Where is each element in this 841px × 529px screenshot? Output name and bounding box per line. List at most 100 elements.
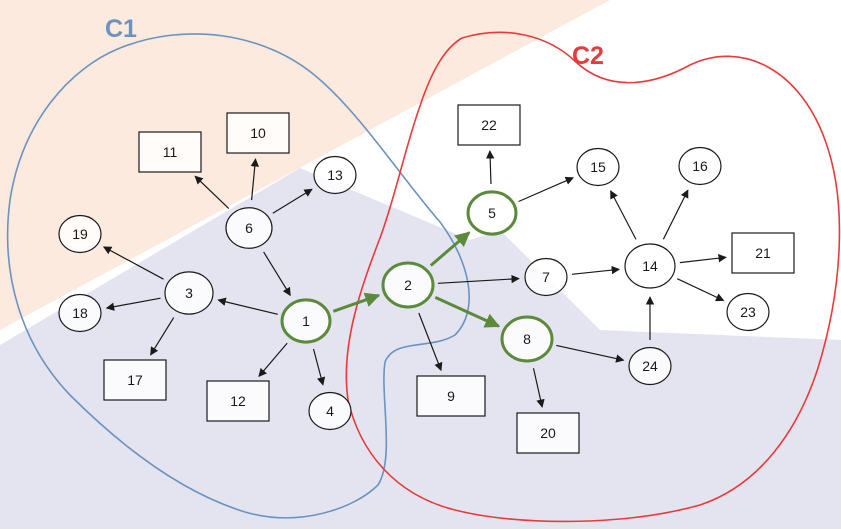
node-1: 1 <box>280 298 332 344</box>
edge-2-to-9 <box>418 312 443 372</box>
node-21-label: 21 <box>755 245 771 261</box>
node-24-label: 24 <box>642 358 658 374</box>
node-12: 12 <box>206 380 270 422</box>
node-17: 17 <box>103 359 167 401</box>
edge-14-to-16 <box>662 189 689 240</box>
edge-3-to-18 <box>105 297 161 311</box>
node-3-label: 3 <box>185 285 193 301</box>
node-20: 20 <box>516 412 580 454</box>
node-16-label: 16 <box>692 158 708 174</box>
cluster-c2-outline <box>345 31 841 523</box>
node-18: 18 <box>58 293 102 333</box>
node-11-label: 11 <box>163 144 178 160</box>
node-23-label: 23 <box>740 304 756 320</box>
node-16-circle <box>678 146 722 186</box>
node-2: 2 <box>381 261 435 309</box>
node-21: 21 <box>731 232 795 274</box>
node-7-circle <box>524 257 568 297</box>
node-13: 13 <box>313 155 357 195</box>
cluster-outlines <box>6 31 841 523</box>
lavender-region <box>0 168 841 529</box>
edge-1-to-4 <box>312 348 326 386</box>
peach-region <box>0 0 610 330</box>
node-19-circle <box>58 214 102 254</box>
edge-2-to-8 <box>434 296 501 328</box>
node-22-label: 22 <box>481 117 497 133</box>
node-2-label: 2 <box>404 277 412 293</box>
node-9: 9 <box>416 375 486 417</box>
node-6-label: 6 <box>245 220 253 236</box>
cluster-label-c1: C1 <box>105 15 137 43</box>
node-15: 15 <box>576 147 620 187</box>
node-7: 7 <box>524 257 568 297</box>
node-6: 6 <box>225 207 273 249</box>
node-2-circle <box>381 261 435 309</box>
node-1-circle <box>280 298 332 344</box>
node-8-circle <box>500 315 554 363</box>
edge-8-to-24 <box>556 344 625 363</box>
node-6-circle <box>225 207 273 249</box>
node-10-label: 10 <box>250 125 266 141</box>
node-4-label: 4 <box>326 403 334 419</box>
edge-6-to-11 <box>194 175 230 210</box>
edge-3-to-17 <box>150 317 175 356</box>
node-20-label: 20 <box>540 425 556 441</box>
node-9-square <box>416 375 486 417</box>
node-19: 19 <box>58 214 102 254</box>
node-8-label: 8 <box>523 331 531 347</box>
edge-2-to-5 <box>429 231 471 267</box>
node-22-square <box>457 104 521 146</box>
edge-2-to-7 <box>437 274 520 284</box>
node-9-label: 9 <box>447 388 455 404</box>
node-11: 11 <box>138 131 202 173</box>
node-13-label: 13 <box>327 167 343 183</box>
edge-5-to-22 <box>485 150 495 185</box>
node-14-circle <box>624 243 676 289</box>
edge-14-to-15 <box>610 190 637 240</box>
edge-1-to-12 <box>258 342 288 378</box>
edge-6-to-13 <box>272 188 313 214</box>
node-15-label: 15 <box>590 159 606 175</box>
node-17-label: 17 <box>127 372 143 388</box>
cluster-c1-outline <box>6 33 470 519</box>
node-16: 16 <box>678 146 722 186</box>
edge-14-to-21 <box>679 253 727 264</box>
node-15-circle <box>576 147 620 187</box>
node-24: 24 <box>628 346 672 386</box>
node-14-label: 14 <box>642 258 658 274</box>
edge-1-to-2 <box>332 292 381 313</box>
node-12-label: 12 <box>230 393 246 409</box>
node-20-square <box>516 412 580 454</box>
node-13-circle <box>313 155 357 195</box>
node-5-label: 5 <box>488 205 496 221</box>
node-8: 8 <box>500 315 554 363</box>
node-10: 10 <box>226 112 290 154</box>
edge-3-to-19 <box>102 246 164 280</box>
node-18-label: 18 <box>72 305 88 321</box>
edge-8-to-20 <box>532 368 545 408</box>
edge-7-to-14 <box>571 265 621 275</box>
node-21-square <box>731 232 795 274</box>
node-7-label: 7 <box>542 269 550 285</box>
cluster-label-c2: C2 <box>572 42 604 70</box>
node-18-circle <box>58 293 102 333</box>
node-14: 14 <box>624 243 676 289</box>
node-11-square <box>138 131 202 173</box>
edge-6-to-10 <box>250 158 259 201</box>
node-23-circle <box>726 292 770 332</box>
node-1-label: 1 <box>302 313 310 329</box>
node-4: 4 <box>308 391 352 431</box>
node-3-circle <box>164 271 214 315</box>
node-4-circle <box>308 391 352 431</box>
node-5-circle <box>466 190 518 236</box>
edge-6-to-1 <box>263 251 291 297</box>
node-24-circle <box>628 346 672 386</box>
edge-5-to-15 <box>518 176 574 203</box>
edge-14-to-23 <box>676 278 725 302</box>
node-22: 22 <box>457 104 521 146</box>
node-5: 5 <box>466 190 518 236</box>
node-3: 3 <box>164 271 214 315</box>
